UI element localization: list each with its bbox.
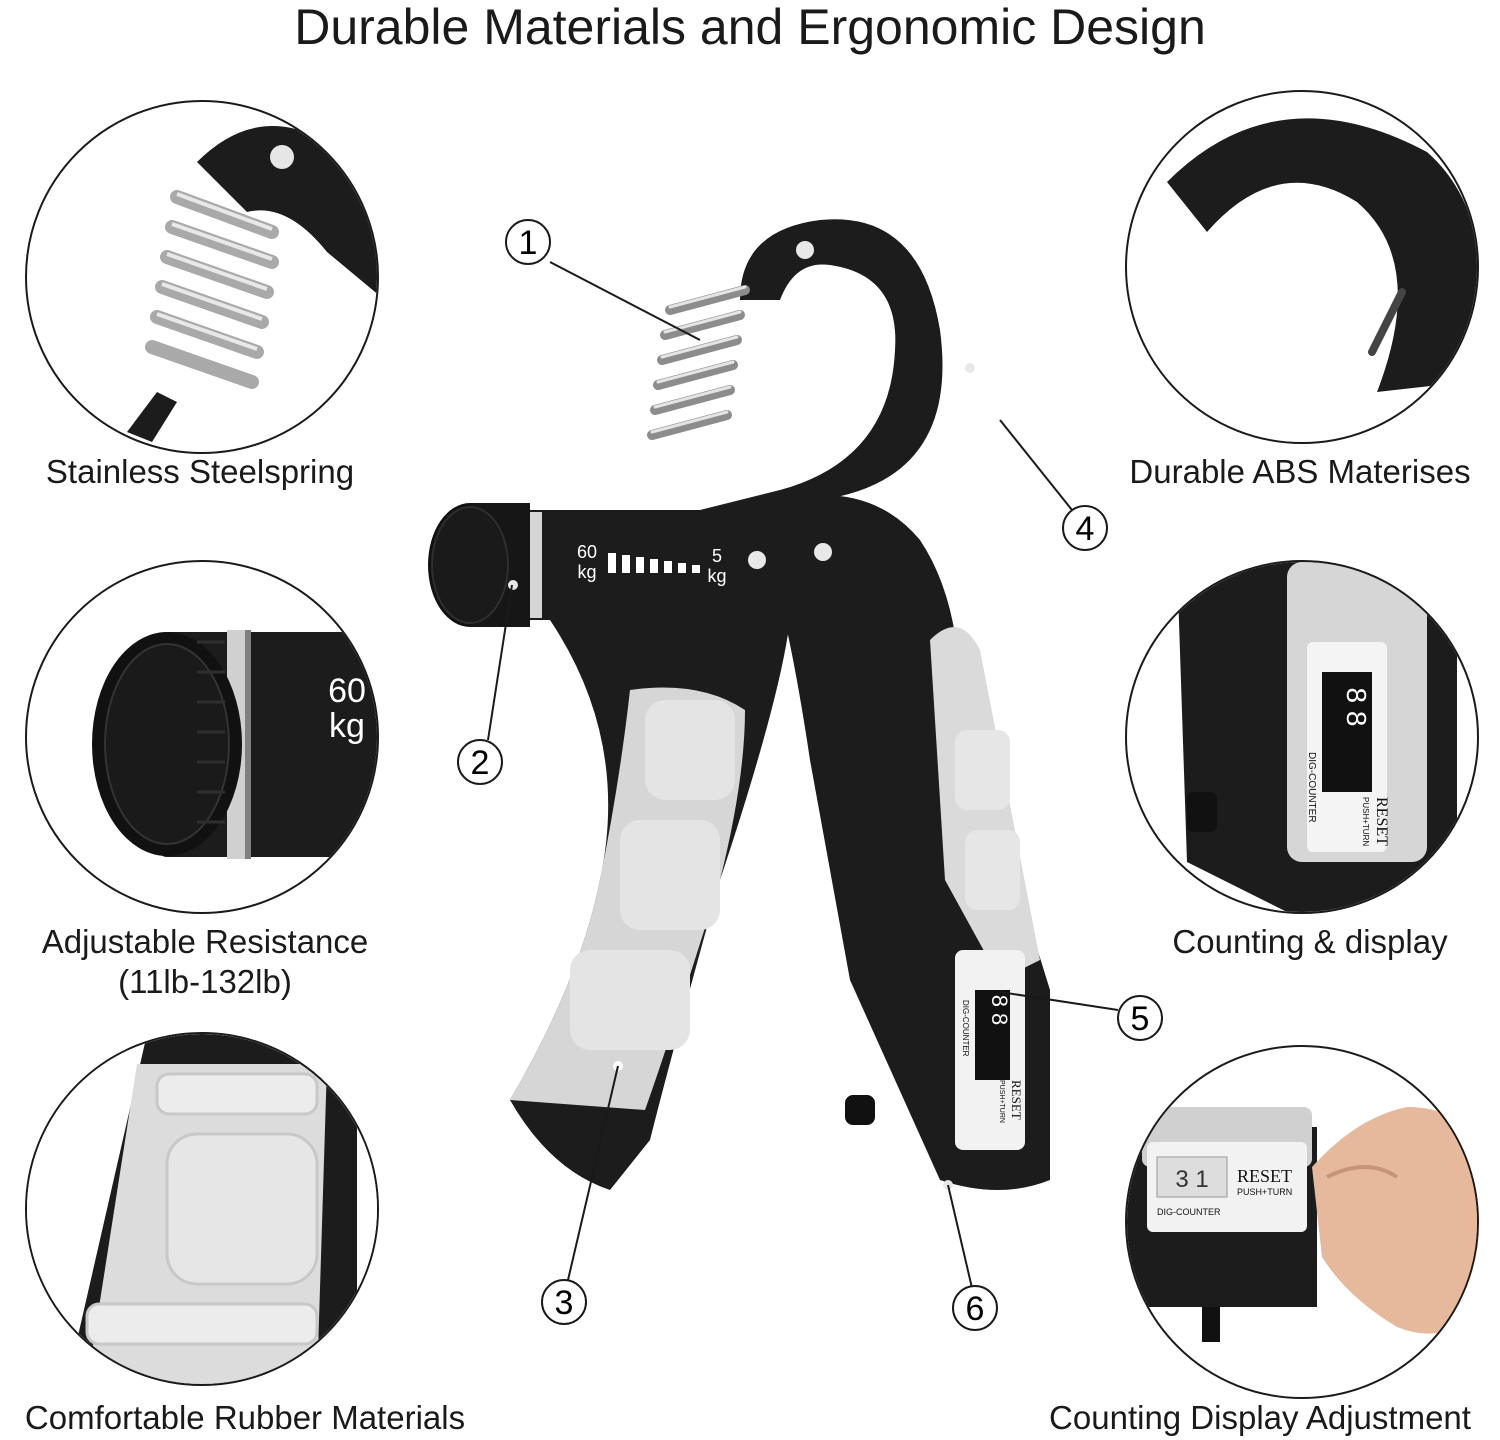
callout-1: 1 bbox=[505, 219, 701, 341]
callout-2: 2 bbox=[457, 584, 513, 785]
counter-reset: RESET bbox=[1009, 1080, 1024, 1120]
adjust-zoom-image: 3 1 RESET PUSH+TURN DIG-COUNTER bbox=[1127, 1107, 1477, 1342]
abs-handle-body bbox=[700, 219, 943, 540]
spring-caption: Stainless Steelspring bbox=[45, 453, 355, 490]
counter-zoom-push: PUSH+TURN bbox=[1361, 797, 1370, 846]
adjust-zoom-reset: RESET bbox=[1237, 1166, 1292, 1186]
knob-zoom-image: 60 kg bbox=[92, 630, 377, 859]
page-title: Durable Materials and Ergonomic Design bbox=[294, 0, 1206, 55]
callout-4-label: 4 bbox=[1076, 510, 1095, 548]
spring-zoom-circle bbox=[25, 100, 379, 454]
counter-zoom-brand: DIG-COUNTER bbox=[1306, 752, 1317, 823]
counter-push-turn: PUSH+TURN bbox=[998, 1080, 1005, 1123]
resistance-caption-line1: Adjustable Resistance bbox=[41, 923, 369, 960]
adjust-zoom-digits: 3 1 bbox=[1175, 1166, 1208, 1193]
callout-3-label: 3 bbox=[555, 1284, 574, 1322]
callout-1-label: 1 bbox=[519, 224, 538, 262]
rubber-zoom-circle bbox=[25, 1032, 379, 1386]
rubber-caption: Comfortable Rubber Materials bbox=[24, 1399, 466, 1436]
knob-value: 60 bbox=[328, 672, 366, 710]
callout-3: 3 bbox=[541, 1065, 619, 1325]
scale-min-unit: kg bbox=[707, 566, 726, 586]
counter-zoom-circle: 8 8 DIG-COUNTER RESET PUSH+TURN bbox=[1125, 560, 1479, 914]
scale-max: 60 bbox=[577, 542, 597, 562]
counter-brand: DIG-COUNTER bbox=[961, 1000, 970, 1057]
counter-zoom-reset: RESET bbox=[1373, 797, 1390, 846]
counter-digits: 8 8 bbox=[987, 995, 1012, 1026]
hand-gripper-illustration: 8 8 DIG-COUNTER RESET PUSH+TURN 60 kg 5 … bbox=[428, 219, 1163, 1331]
knob-unit: kg bbox=[329, 707, 365, 745]
counting-caption: Counting & display bbox=[1172, 923, 1448, 960]
adjustment-caption: Counting Display Adjustment bbox=[1049, 1399, 1471, 1436]
resistance-caption: Adjustable Resistance (11lb-132lb) bbox=[0, 922, 410, 1002]
adjust-zoom-brand: DIG-COUNTER bbox=[1157, 1207, 1221, 1217]
counter-zoom-image: 8 8 DIG-COUNTER RESET PUSH+TURN bbox=[1177, 562, 1457, 912]
callout-5: 5 bbox=[999, 991, 1163, 1041]
steel-spring bbox=[647, 285, 750, 440]
knob-zoom-circle: 60 kg bbox=[25, 560, 379, 914]
abs-caption: Durable ABS Materises bbox=[1129, 453, 1471, 490]
resistance-caption-line2: (11lb-132lb) bbox=[118, 963, 292, 1000]
callout-6: 6 bbox=[947, 1184, 998, 1331]
callout-5-label: 5 bbox=[1131, 1000, 1150, 1038]
scale-max-unit: kg bbox=[577, 562, 596, 582]
spring-zoom-image bbox=[127, 126, 377, 442]
callout-6-label: 6 bbox=[966, 1290, 985, 1328]
callout-4: 4 bbox=[999, 419, 1108, 551]
rubber-zoom-image bbox=[27, 1034, 377, 1384]
adjust-zoom-circle: 3 1 RESET PUSH+TURN DIG-COUNTER bbox=[1125, 1045, 1479, 1399]
abs-zoom-circle bbox=[1125, 90, 1479, 444]
resistance-scale-marks bbox=[608, 553, 700, 573]
counter-zoom-digits: 8 8 bbox=[1341, 688, 1372, 727]
abs-zoom-image bbox=[1167, 118, 1477, 392]
scale-min: 5 bbox=[712, 546, 722, 566]
callout-2-label: 2 bbox=[471, 744, 490, 782]
adjust-zoom-push: PUSH+TURN bbox=[1237, 1187, 1292, 1197]
